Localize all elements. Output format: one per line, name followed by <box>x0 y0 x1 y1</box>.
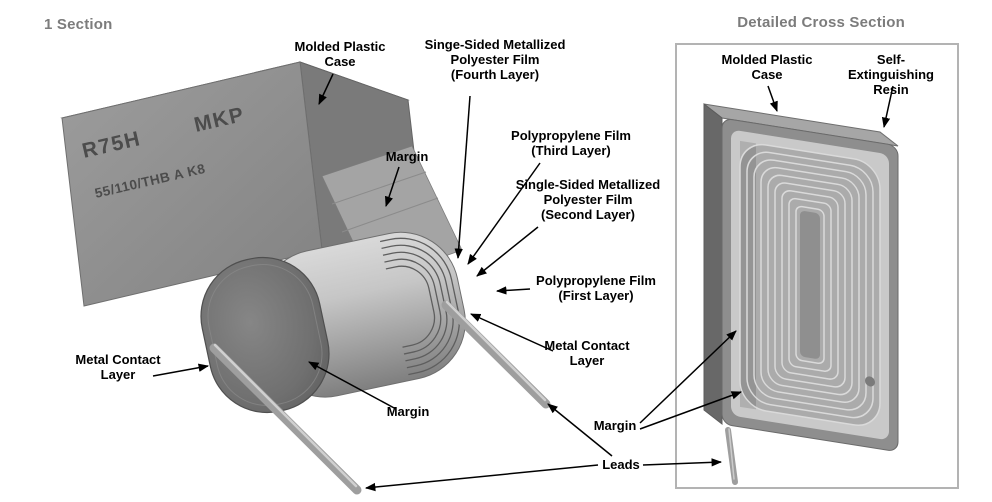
arrow-cs-margin-1 <box>639 330 737 424</box>
cs-margin-strip <box>740 140 756 410</box>
arrow-cs-case <box>767 85 778 112</box>
cs-winding-rings <box>739 143 881 426</box>
cross-section <box>675 43 959 489</box>
callout-arrows <box>152 73 894 492</box>
arrow-third-layer <box>467 162 541 265</box>
arrow-molded-case <box>318 73 334 105</box>
arrow-metal-contact-right <box>470 313 554 352</box>
lead-wire-front <box>209 343 362 495</box>
arrow-leads-right <box>547 403 613 457</box>
capacitor-3d: R75H MKP 55/110/THB A K8 <box>60 61 551 495</box>
cs-lead-dot <box>865 376 875 387</box>
cs-left-face <box>703 102 723 426</box>
arrow-cs-resin <box>881 85 894 129</box>
lead-wires <box>209 300 551 495</box>
lead-wire-right <box>441 300 551 409</box>
arrow-cs-margin-2 <box>639 391 742 430</box>
arrow-leads-front <box>364 464 599 492</box>
arrow-margin-top <box>385 166 400 207</box>
arrow-margin-bottom <box>308 361 397 410</box>
arrow-leads-cross-section <box>642 458 723 467</box>
lead-wire-right-highlight <box>445 300 547 402</box>
winding-element <box>200 231 466 414</box>
cs-core <box>800 211 820 359</box>
cs-main-face <box>721 118 899 451</box>
arrow-first-layer <box>495 286 531 295</box>
arrow-fourth-layer <box>454 95 471 260</box>
arrow-second-layer <box>476 226 539 277</box>
cs-lead-wire-highlight <box>728 428 735 480</box>
lead-wire-front-highlight <box>213 343 358 488</box>
arrow-metal-contact-left <box>152 363 210 377</box>
